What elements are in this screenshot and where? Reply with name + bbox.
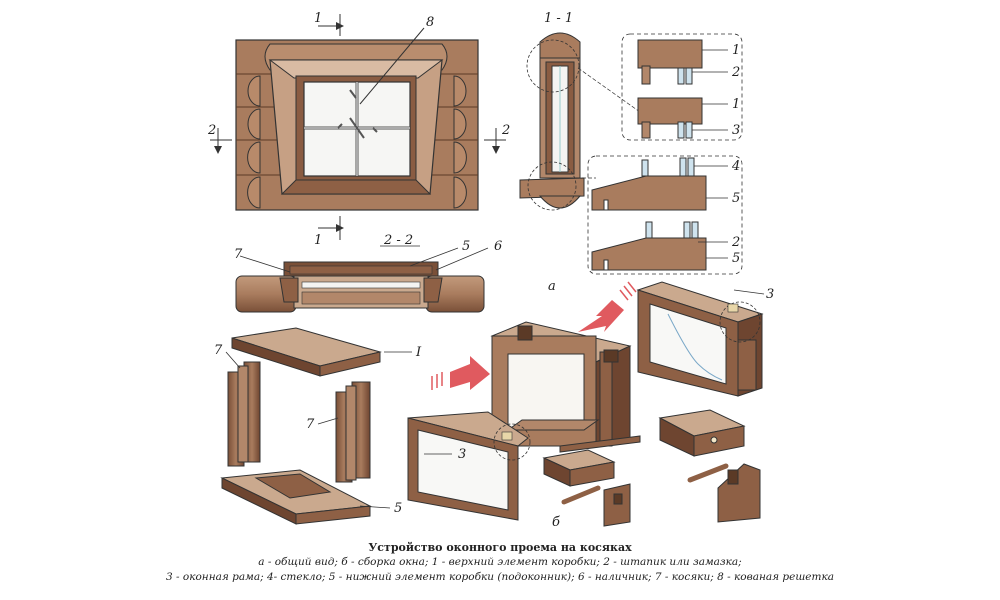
label-3-upper-sash: 3 [766,287,774,302]
section-markers-front [210,14,506,240]
left-jamb-exploded [225,351,261,467]
detail-box-top [621,33,743,141]
label-sub-a: а [548,279,556,294]
label-section-1-bottom: 1 [314,233,322,248]
label-top-member: I [415,345,422,360]
window-sash-upper [636,281,765,397]
label-detail-2b: 2 [731,235,740,250]
caption-legend-line-1: а - общий вид; б - сборка окна; 1 - верх… [258,556,742,568]
joint-details [542,409,761,527]
label-detail-4: 4 [731,159,740,174]
forged-grille [337,89,378,139]
label-detail-2a: 2 [731,65,740,80]
label-detail-1b: 1 [732,97,740,112]
top-box-member-exploded [231,327,412,377]
label-detail-3a: 3 [732,123,740,138]
label-detail-5b: 5 [732,251,740,266]
label-detail-1a: 1 [732,43,740,58]
assembly-arrow-right [578,281,637,332]
label-detail-5a: 5 [732,191,740,206]
label-7-right-jamb: 7 [306,417,315,432]
label-7-section: 7 [234,247,243,262]
caption-legend-line-2: 3 - оконная рама; 4- стекло; 5 - нижний … [165,571,835,583]
detail-box-bottom [587,155,743,275]
label-section-2-2: 2 - 2 [383,233,413,248]
label-side-2-left: 2 [207,123,216,138]
label-5-section: 5 [462,239,470,254]
label-8-grille: 8 [426,15,434,30]
label-section-1-top: 1 [314,11,322,26]
label-7-left-jamb: 7 [214,343,223,358]
horizontal-section-2-2 [235,245,489,313]
label-3-lower-sash: 3 [458,447,466,462]
label-side-2-right: 2 [501,123,510,138]
sill-exploded [220,469,391,525]
assembled-window-box [490,321,641,453]
label-6-section: 6 [494,239,502,254]
label-5-sill: 5 [394,501,402,516]
label-sub-b: б [552,515,560,530]
right-jamb-exploded [317,381,371,483]
assembly-arrow-left [431,356,490,390]
caption-title: Устройство оконного проема на косяках [368,541,632,554]
vertical-section-1-1 [519,32,641,211]
window-sash-lower [407,411,531,521]
label-section-1-1: 1 - 1 [544,11,573,26]
